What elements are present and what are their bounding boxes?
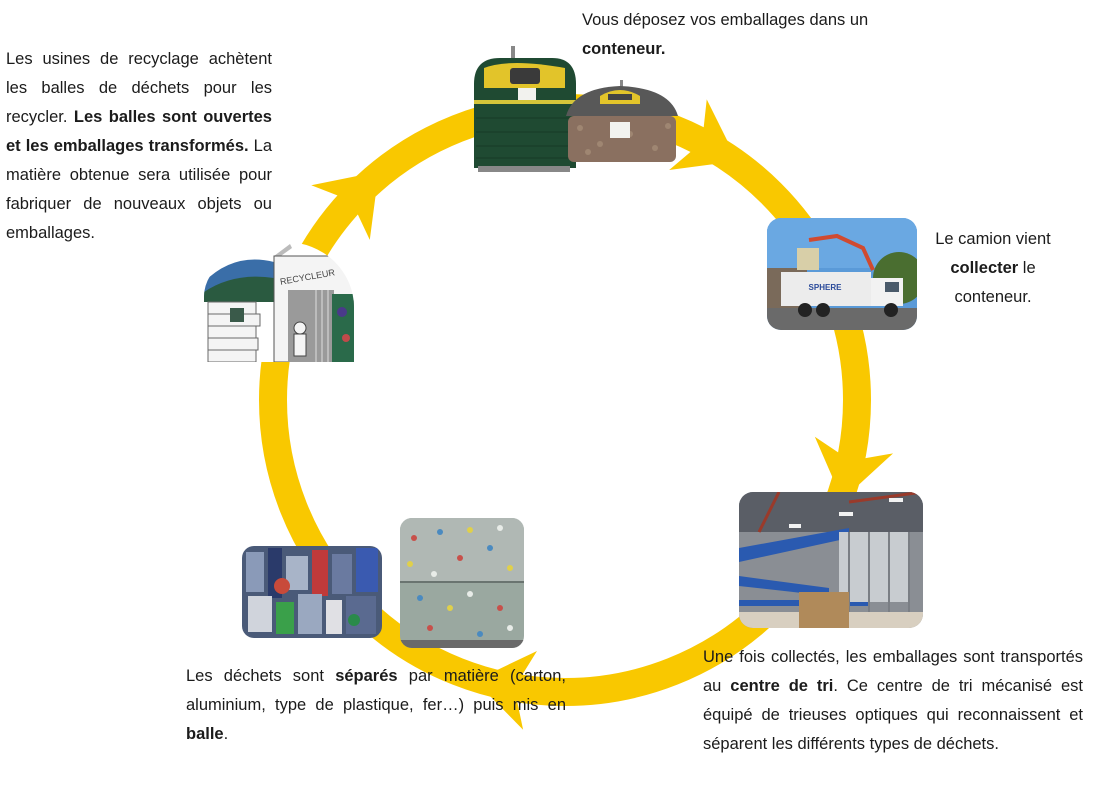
body-text: La matière obtenue sera utilisée pour fa… xyxy=(6,137,272,242)
step-tri-text: Une fois collectés, les emballages sont … xyxy=(703,643,1083,759)
waste-bale-image xyxy=(400,518,524,648)
body-text: le conteneur. xyxy=(954,259,1036,306)
arrowhead-3 xyxy=(474,650,537,730)
emphasis-text: collecter xyxy=(950,259,1019,277)
collection-truck-image: SPHERE xyxy=(767,218,917,330)
step-depot-text: Vous déposez vos emballages dans un cont… xyxy=(582,6,872,64)
body-text: Une fois collectés, les emballages sont … xyxy=(703,648,1083,695)
body-text: Les déchets sont xyxy=(186,667,336,685)
sorting-center-image xyxy=(739,492,923,628)
step-recyclage-text: Les usines de recyclage achètent les bal… xyxy=(6,45,272,248)
body-text: . Ce centre de tri mécanisé est équipé d… xyxy=(703,677,1084,753)
body-text: Le camion vient xyxy=(935,230,1051,248)
crushed-waste-image xyxy=(242,546,382,638)
emphasis-text: conteneur. xyxy=(582,40,666,58)
arrowhead-2 xyxy=(814,436,894,500)
step-collecte-text: Le camion vient collecter le conteneur. xyxy=(920,225,1066,312)
truck-brand-label: SPHERE xyxy=(809,283,843,292)
emphasis-text: centre de tri xyxy=(730,677,834,695)
arrowhead-1 xyxy=(669,99,738,170)
recycler-plant-image: RECYCLEUR xyxy=(204,242,354,362)
emphasis-text: Les balles sont ouvertes et les emballag… xyxy=(6,108,272,155)
step-balles-text: Les déchets sont séparés par matière (ca… xyxy=(186,662,566,749)
body-text: par matière (carton, aluminium, type de … xyxy=(186,667,566,714)
body-text: Vous déposez vos emballages dans un xyxy=(582,11,869,29)
emphasis-text: balle xyxy=(186,725,224,743)
arrowhead-5 xyxy=(311,171,379,240)
body-text: Les usines de recyclage achètent les bal… xyxy=(6,50,272,126)
body-text: . xyxy=(223,725,229,743)
emphasis-text: séparés xyxy=(335,667,398,685)
recycling-containers-image xyxy=(470,44,680,174)
